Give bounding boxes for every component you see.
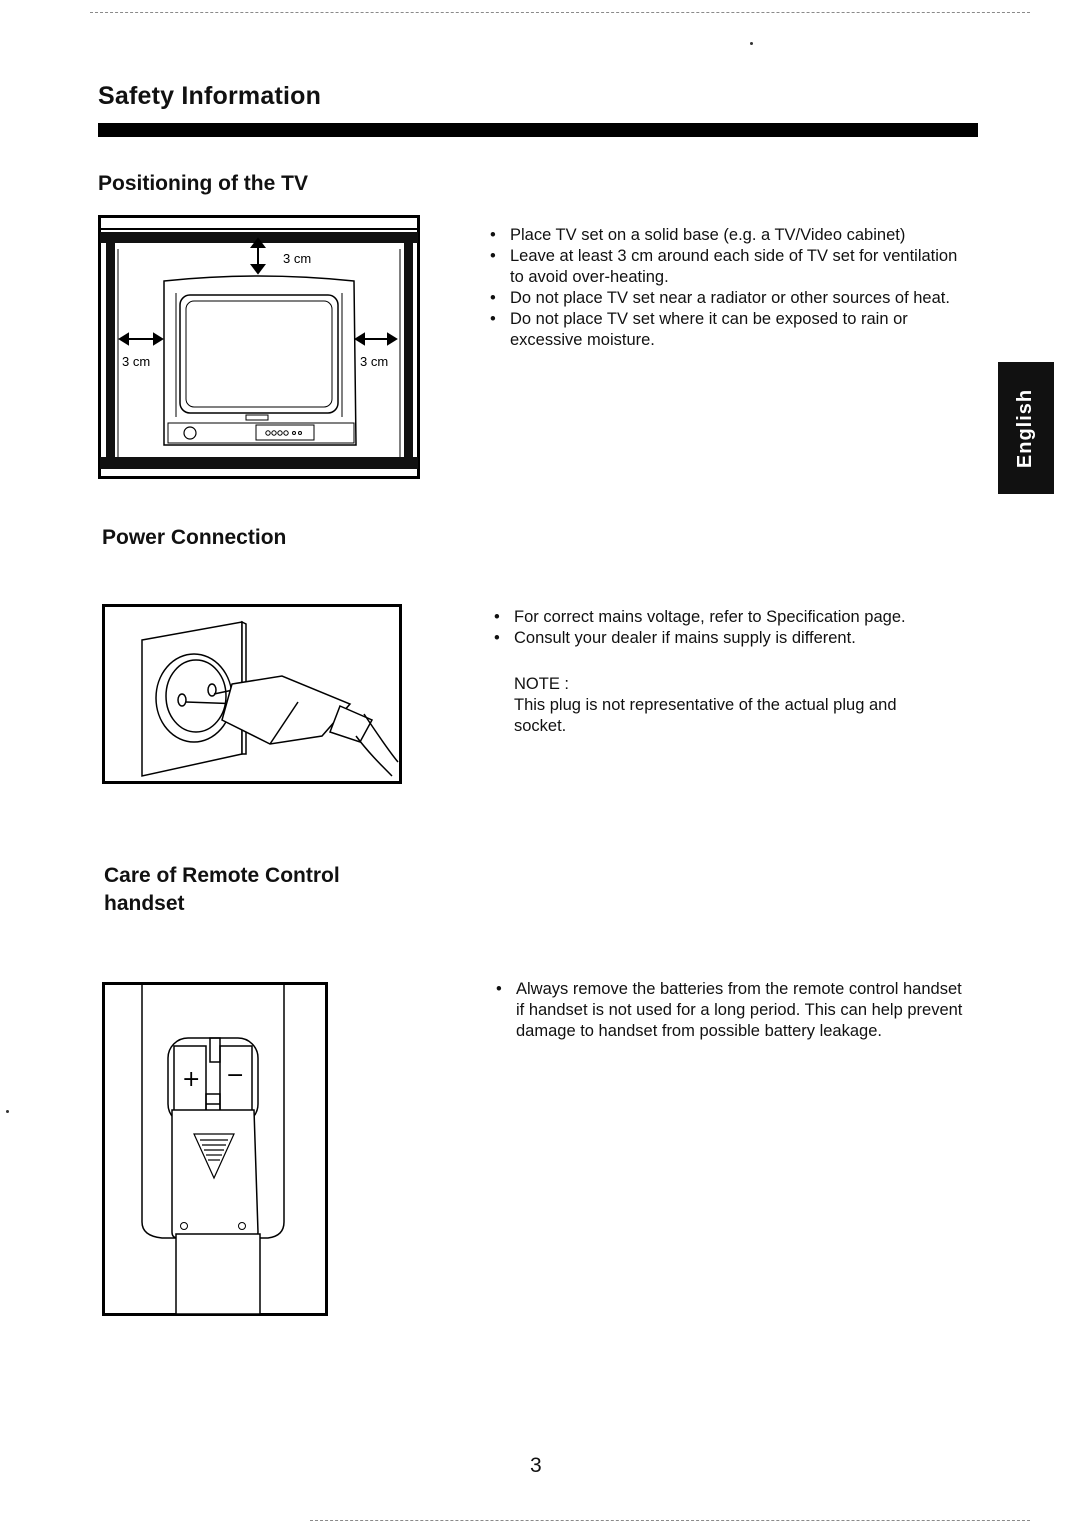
language-tab: English (998, 362, 1054, 494)
plug-socket-illustration (102, 604, 402, 784)
right-clearance-arrow (354, 332, 398, 346)
remote-bullet-list: Always remove the batteries from the rem… (492, 979, 970, 1042)
cover-release-arrow (193, 1133, 235, 1180)
section-heading-positioning: Positioning of the TV (98, 172, 308, 195)
clearance-label-top: 3 cm (283, 251, 311, 266)
list-item: Always remove the batteries from the rem… (492, 979, 970, 1042)
list-item: Do not place TV set where it can be expo… (486, 309, 966, 351)
page-number: 3 (530, 1454, 542, 1477)
battery-plus-label: + (182, 1067, 200, 1092)
cabinet-right-wall (404, 232, 413, 462)
plug-drawing (185, 675, 399, 777)
cover-screw (238, 1222, 246, 1230)
list-item: Consult your dealer if mains supply is d… (490, 628, 970, 649)
wall-socket-drawing (141, 620, 247, 777)
vertical-clearance-arrow (250, 237, 266, 275)
section-heading-remote: Care of Remote Control handset (104, 864, 340, 915)
list-item: For correct mains voltage, refer to Spec… (490, 607, 970, 628)
clearance-label-right: 3 cm (360, 354, 388, 369)
title-rule (98, 123, 978, 137)
positioning-bullet-list: Place TV set on a solid base (e.g. a TV/… (486, 225, 966, 351)
cabinet-left-wall (106, 232, 115, 462)
scan-speck (6, 1110, 9, 1113)
figure-frame (98, 215, 420, 479)
list-item: Do not place TV set near a radiator or o… (486, 288, 966, 309)
section-heading-power: Power Connection (102, 526, 287, 549)
scan-speck (750, 42, 753, 45)
left-clearance-arrow (118, 332, 164, 346)
list-item: Leave at least 3 cm around each side of … (486, 246, 966, 288)
cover-screw (180, 1222, 188, 1230)
list-item: Place TV set on a solid base (e.g. a TV/… (486, 225, 966, 246)
battery-minus-label: − (226, 1063, 244, 1088)
clearance-label-left: 3 cm (122, 354, 150, 369)
cabinet-shelf (100, 457, 418, 469)
scan-artifact-bottom (310, 1520, 1030, 1521)
tv-placement-illustration: 3 cm 3 cm 3 cm (98, 215, 420, 479)
note-label: NOTE : (514, 675, 570, 693)
tv-set-drawing (163, 275, 357, 446)
battery-cover-drawing (171, 1109, 261, 1315)
language-tab-label: English (1014, 388, 1037, 468)
page-title: Safety Information (98, 82, 322, 110)
power-bullet-list: For correct mains voltage, refer to Spec… (490, 607, 970, 649)
scan-artifact-top (90, 12, 1030, 13)
remote-battery-illustration: + − (102, 982, 328, 1316)
note-text: This plug is not representative of the a… (514, 696, 897, 735)
cabinet-top (100, 232, 418, 243)
power-note: NOTE : This plug is not representative o… (514, 674, 934, 737)
